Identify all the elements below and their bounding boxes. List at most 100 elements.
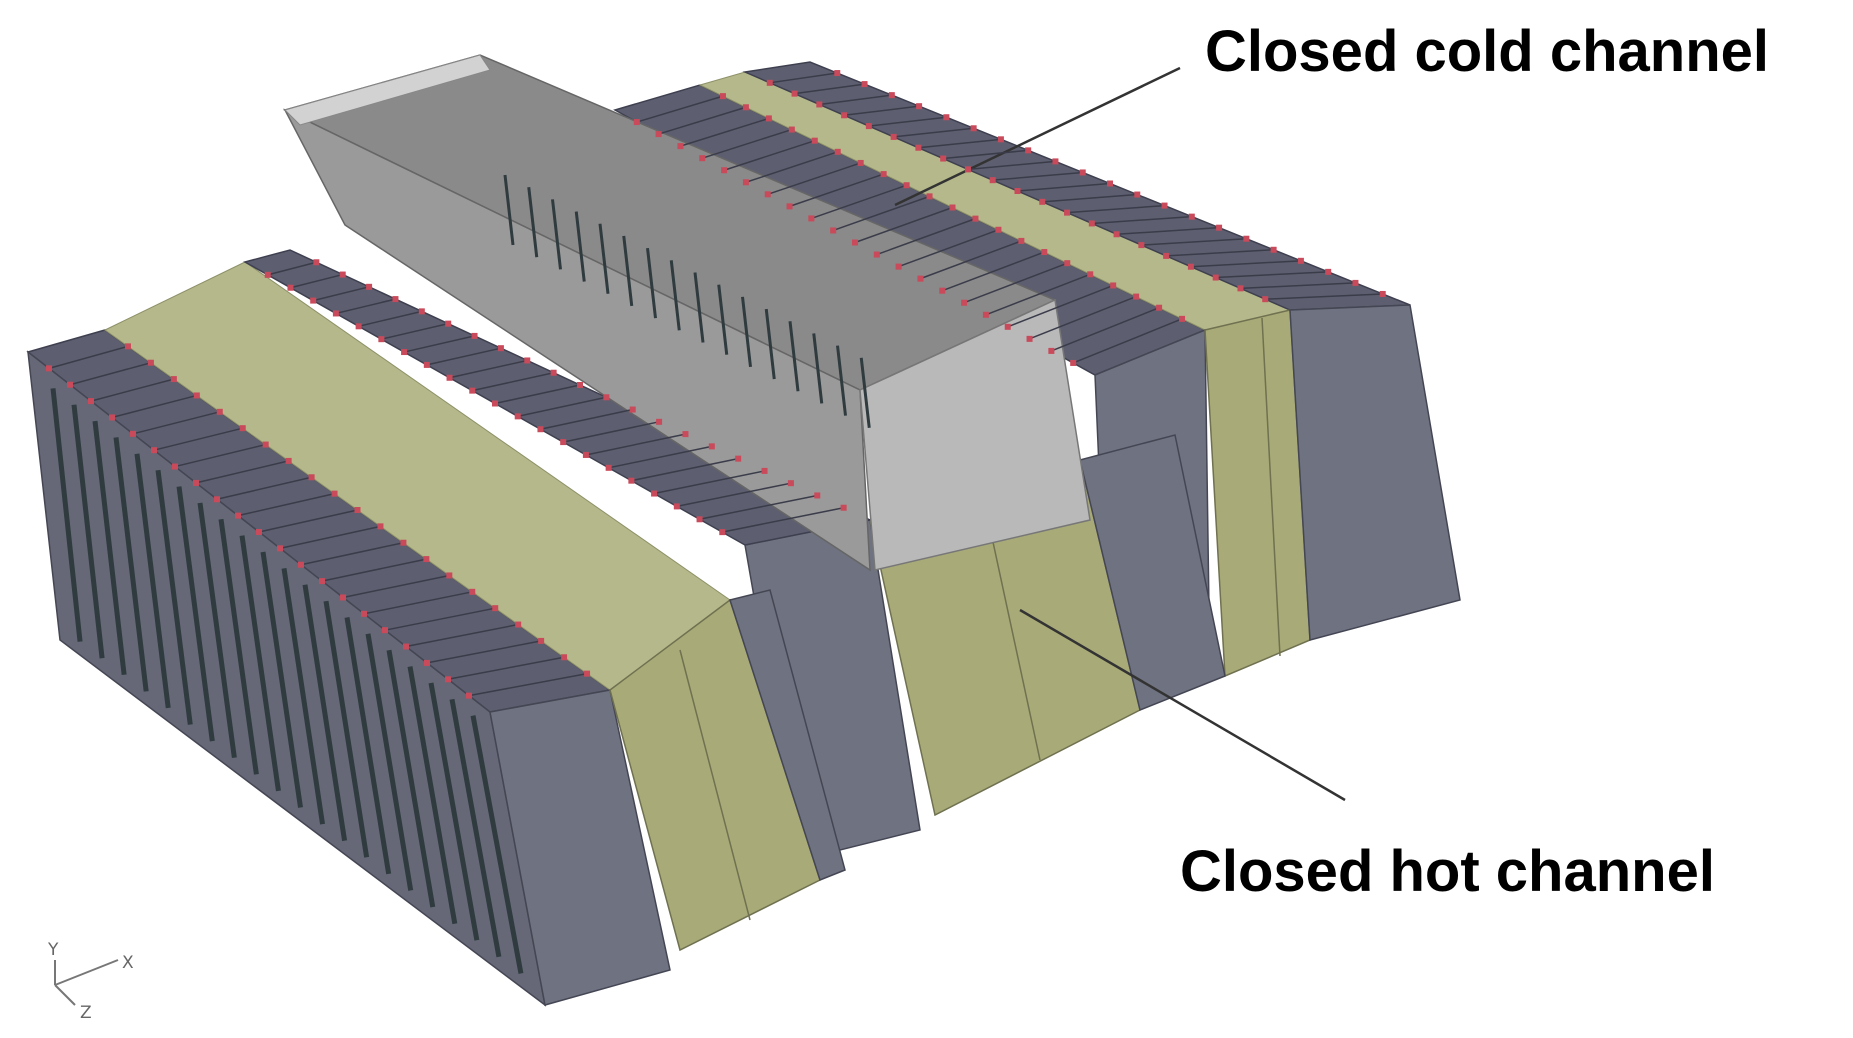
rack-blade-slot xyxy=(323,600,370,858)
left-outer-row-marker xyxy=(382,627,388,634)
left-inner-row-marker xyxy=(582,451,589,458)
left-outer-row-marker xyxy=(538,637,545,644)
right-left-row-marker xyxy=(926,193,933,200)
rack-blade-slot xyxy=(50,388,83,642)
left-inner-row-marker xyxy=(603,394,610,401)
enclosure-blade-slot xyxy=(859,357,871,428)
axis-x-label: X xyxy=(122,953,134,973)
right-left-row-marker xyxy=(742,179,749,186)
enclosure-blade-slot xyxy=(503,174,515,246)
left-outer-row-marker xyxy=(262,441,269,448)
left-inner-row-marker xyxy=(313,259,320,266)
left-inner-row-marker xyxy=(719,529,726,536)
left-inner-row-marker xyxy=(401,349,408,356)
left-outer-row-marker xyxy=(130,430,136,437)
right-right-row-marker xyxy=(816,101,823,108)
right-left-row-divider xyxy=(985,273,1091,316)
right-right-row-marker xyxy=(1325,268,1332,275)
left-outer-row-marker xyxy=(239,425,246,432)
right-right-row-marker xyxy=(964,166,971,173)
right-left-row-marker xyxy=(903,182,910,189)
left-inner-row-marker xyxy=(445,320,452,327)
left-inner-row-marker xyxy=(682,431,689,438)
enclosure-blade-slot xyxy=(741,296,752,368)
left-inner-row-marker xyxy=(708,443,715,450)
left-inner-row-marker xyxy=(735,455,742,462)
left-outer-row-marker xyxy=(256,529,262,535)
right-right-row-divider xyxy=(844,105,920,117)
right-left-row-marker xyxy=(857,159,864,166)
right-left-row-marker xyxy=(917,275,924,282)
enclosure-blade-slot xyxy=(551,199,562,270)
left-outer-row-divider xyxy=(447,656,565,681)
left-inner-row-marker xyxy=(696,516,703,523)
right-right-row-marker xyxy=(1014,188,1021,194)
left-outer-row-marker xyxy=(469,588,476,595)
enclosure-blade-slot xyxy=(693,272,705,343)
left-block-rack-front xyxy=(489,689,671,1006)
right-left-row-divider xyxy=(658,106,747,135)
right-left-row-divider xyxy=(723,139,816,171)
hot-channel-leader-line xyxy=(1019,608,1346,802)
left-outer-row-divider xyxy=(279,525,381,550)
right-left-row-divider xyxy=(963,262,1068,304)
left-outer-row-marker xyxy=(492,605,499,612)
right-left-row-marker xyxy=(1041,249,1048,256)
rack-blade-slot xyxy=(470,715,524,974)
right-left-row-marker xyxy=(699,155,706,162)
left-inner-row-divider xyxy=(358,310,422,328)
right-right-row-divider xyxy=(893,127,974,138)
right-left-row-divider xyxy=(1072,318,1183,364)
right-right-row-marker xyxy=(1243,235,1250,242)
left-inner-row-marker xyxy=(392,296,399,303)
left-inner-row-divider xyxy=(403,335,475,353)
right-right-row-marker xyxy=(1297,257,1304,264)
left-inner-row-marker xyxy=(378,336,385,343)
enclosure-left-wall xyxy=(283,108,871,572)
left-outer-row-marker xyxy=(584,670,591,677)
left-inner-row-divider xyxy=(426,347,502,366)
left-outer-row-divider xyxy=(90,378,175,402)
left-outer-row-marker xyxy=(445,676,451,683)
right-left-row-divider xyxy=(854,206,953,244)
left-rack-block xyxy=(26,249,873,1007)
enclosure-blade-slot xyxy=(574,211,586,282)
right-left-row-marker xyxy=(1133,293,1140,300)
left-inner-row-divider xyxy=(540,408,633,430)
left-inner-row-divider xyxy=(267,261,317,276)
rack-blade-slot xyxy=(92,420,127,676)
right-left-row-marker xyxy=(677,143,684,150)
left-outer-row-marker xyxy=(193,479,199,486)
left-outer-row-divider xyxy=(300,541,404,566)
right-right-row-marker xyxy=(1134,191,1141,198)
left-outer-row-divider xyxy=(132,411,220,435)
right-right-row-marker xyxy=(834,70,841,77)
left-outer-row-marker xyxy=(361,610,367,617)
right-right-row-marker xyxy=(1079,169,1086,176)
left-outer-row-marker xyxy=(151,447,157,454)
right-right-row-marker xyxy=(1163,252,1170,259)
rack-blade-slot xyxy=(134,453,171,709)
hot-channel-label: Closed hot channel xyxy=(1180,839,1715,904)
right-left-row-divider xyxy=(1051,307,1160,352)
left-outer-row-divider xyxy=(174,443,266,468)
right-left-row-divider xyxy=(745,151,838,183)
left-outer-row-marker xyxy=(193,392,200,399)
left-inner-row-marker xyxy=(514,413,521,420)
rack-blade-slot xyxy=(239,535,281,792)
right-left-row-marker xyxy=(873,251,880,258)
left-outer-row-marker xyxy=(214,496,220,503)
right-left-row-divider xyxy=(702,128,793,159)
right-right-row-marker xyxy=(1025,147,1032,154)
enclosure-blade-slot xyxy=(598,223,610,294)
left-inner-row-marker xyxy=(287,284,294,291)
enclosure-blade-slot xyxy=(717,284,729,355)
right-left-row-marker xyxy=(1087,271,1094,278)
left-outer-row-marker xyxy=(170,376,177,383)
right-left-row-marker xyxy=(1064,260,1071,267)
left-inner-row-divider xyxy=(608,445,712,469)
right-left-row-divider xyxy=(1007,284,1114,328)
right-right-row-divider xyxy=(769,72,838,84)
left-outer-row-marker xyxy=(400,539,407,546)
